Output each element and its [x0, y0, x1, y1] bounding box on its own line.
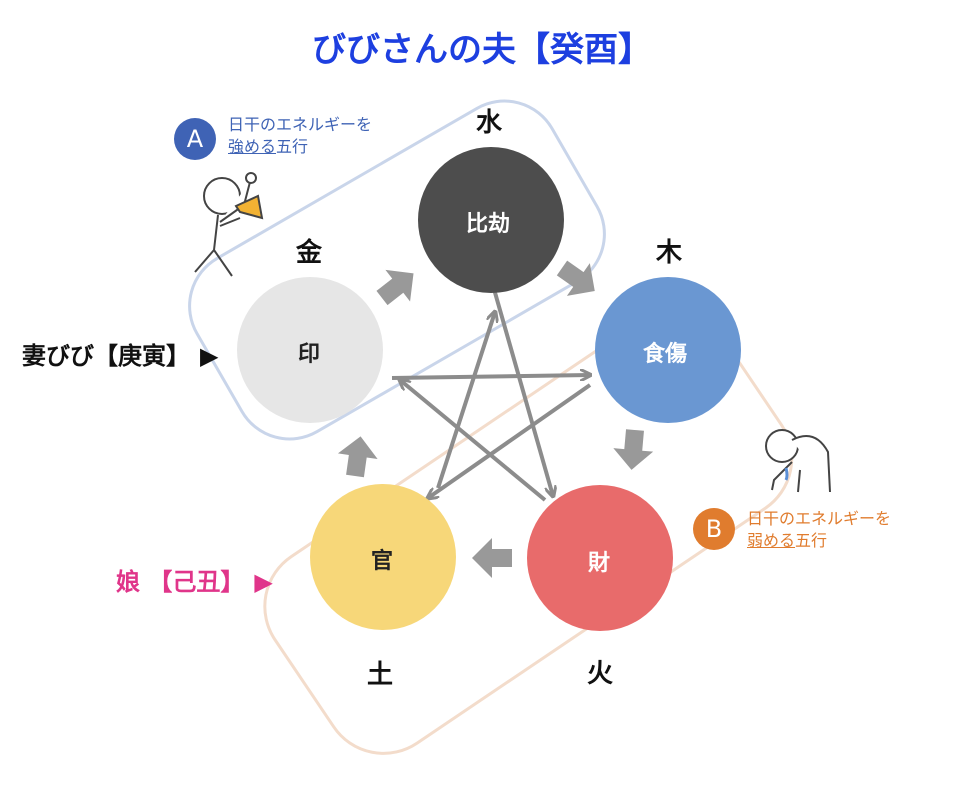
- circle-in: [237, 277, 383, 423]
- group-a-outline: [188, 99, 606, 441]
- wife-pointer-icon: ▶: [200, 342, 219, 370]
- note-b-line1: 日干のエネルギーを: [747, 509, 892, 528]
- element-label-earth: 土: [367, 660, 394, 690]
- note-b-rest: 五行: [795, 531, 828, 550]
- element-label-fire: 火: [587, 659, 614, 689]
- megaphone-person-illustration: [194, 172, 264, 277]
- circle-label-kan: 官: [371, 549, 394, 574]
- circle-label-shokushou: 食傷: [643, 342, 688, 367]
- badge-b: B: [693, 508, 735, 550]
- circle-label-zai: 財: [588, 551, 611, 576]
- control-cycle-arrows: [391, 267, 592, 502]
- note-b: 日干のエネルギーを 弱める五行: [747, 508, 891, 552]
- diagram-title: びびさんの夫【癸酉】: [312, 30, 652, 70]
- circle-zai: [527, 485, 673, 631]
- arrow-hikou-to-zai: [486, 267, 553, 496]
- element-label-water: 水: [476, 108, 503, 138]
- note-b-emphasis: 弱める: [747, 531, 796, 550]
- arrow-shokushou-to-kan: [428, 383, 592, 498]
- arrow-kan-to-in: [337, 436, 378, 478]
- arrow-in-to-shokushou: [391, 375, 590, 378]
- badge-a: A: [174, 118, 216, 160]
- circle-hikou: [418, 147, 564, 293]
- note-a: 日干のエネルギーを 強める五行: [228, 114, 372, 158]
- arrow-kan-to-hikou: [436, 312, 495, 489]
- element-label-metal: 金: [296, 238, 323, 268]
- note-a-line2: 強める五行: [228, 136, 372, 158]
- arrow-zai-to-kan: [472, 538, 512, 578]
- crying-person-illustration: [765, 429, 831, 493]
- arrow-in-to-hikou: [376, 269, 414, 306]
- note-a-rest: 五行: [276, 137, 309, 156]
- note-b-line2: 弱める五行: [747, 530, 891, 552]
- circle-kan: [310, 484, 456, 630]
- generation-cycle-arrows: [337, 260, 654, 578]
- daughter-label: 娘 【己丑】 ▶: [116, 562, 273, 597]
- note-a-line1: 日干のエネルギーを: [228, 115, 373, 134]
- circle-label-in: 印: [298, 342, 321, 367]
- wife-label: 妻びび【庚寅】 ▶: [22, 336, 218, 371]
- circle-label-hikou: 比劫: [466, 212, 511, 237]
- arrow-zai-to-in: [400, 380, 547, 502]
- arrow-hikou-to-shokushou: [556, 260, 595, 296]
- daughter-pointer-icon: ▶: [254, 568, 273, 596]
- element-label-wood: 木: [656, 238, 683, 268]
- arrow-shokushou-to-zai: [613, 429, 654, 470]
- note-a-emphasis: 強める: [228, 137, 277, 156]
- wife-label-text: 妻びび【庚寅】: [22, 342, 190, 370]
- circle-shokushou: [595, 277, 741, 423]
- daughter-label-text: 娘 【己丑】: [116, 568, 245, 596]
